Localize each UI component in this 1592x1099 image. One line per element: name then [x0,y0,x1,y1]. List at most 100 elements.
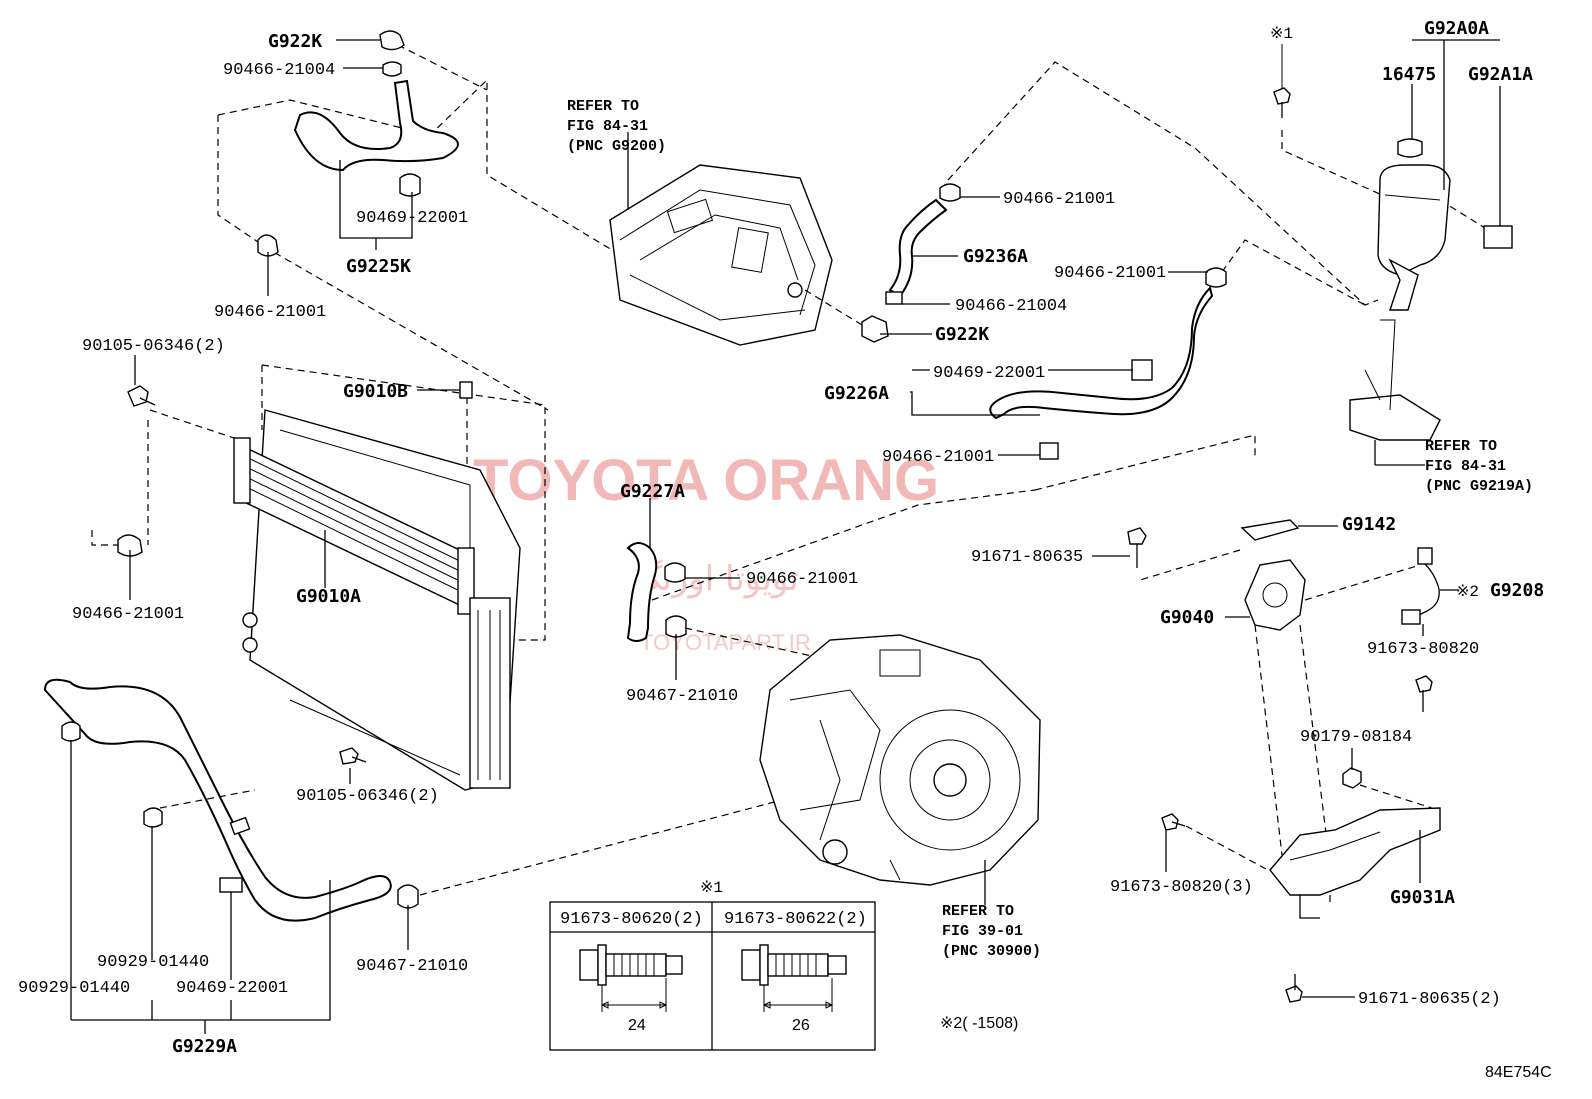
label-g922k-top: G922K [268,31,322,52]
fitting-g922k-center [861,315,889,343]
bolt-length-26: 26 [792,1017,810,1034]
label-g9142: G9142 [1342,514,1396,535]
bolt-90105-06346-bottom [339,747,367,765]
bolt-table-header-1: 91673-80620(2) [560,910,703,929]
hose-g9226a-group [910,239,1366,491]
label-90466-21001-right-top: 90466-21001 [1054,264,1166,283]
label-plate-g92a1a [1483,225,1513,249]
label-g9031a: G9031A [1390,887,1455,908]
hose-g9227a [626,542,658,642]
water-pump-assembly [1092,519,1458,1003]
reservoir-assembly [1273,39,1513,466]
label-90466-21001-center-low: 90466-21001 [882,448,994,467]
figure-code: 84E754C [1485,1064,1552,1081]
bolt-drawing-26: 26 [741,944,847,1034]
clamp-90929-01440-a [61,721,81,742]
hose-g9227a-group [626,489,1036,680]
ref-30900-line3: (PNC 30900) [942,943,1041,960]
bolt-table: ※1 91673-80620(2) 91673-80622(2) 24 [549,879,876,1051]
ref-g9200-line1: REFER TO [567,98,639,115]
pump-g9040 [1244,559,1306,631]
ref-g9200-line2: FIG 84-31 [567,118,648,135]
clamp-90467-21010-bottom [397,884,419,909]
bolt-table-header-2: 91673-80622(2) [724,910,867,929]
label-note2-g9208: ※2 [1456,583,1479,601]
label-g9010b: G9010B [343,381,408,402]
reservoir-tank [1377,164,1451,276]
ref-g9219a-line1: REFER TO [1425,438,1497,455]
plug-g9010b [459,381,473,399]
cap-16475 [1397,138,1423,158]
hose-g9236a-group [804,61,1379,343]
label-90467-21010-bottom: 90467-21010 [356,957,468,976]
label-g9236a: G9236A [963,246,1028,267]
label-90929-01440-a: 90929-01440 [97,953,209,972]
label-note1-top: ※1 [1270,25,1293,43]
hose-g9225k [293,79,459,172]
label-90105-06346-bottom: 90105-06346(2) [296,787,439,806]
label-91671-80635: 91671-80635 [971,548,1083,567]
clamp-90466-21001-left-top [257,234,279,257]
clamp-90466-21004-top [382,61,402,77]
label-g9226a: G9226A [824,383,889,404]
label-91673-80820: 91673-80820 [1367,640,1479,659]
clamp-90466-21004-center [885,291,903,305]
label-90179-08184: 90179-08184 [1300,728,1412,747]
label-90466-21004-center: 90466-21004 [955,297,1067,316]
label-g9208: G9208 [1490,580,1544,601]
label-90469-22001-bottom: 90469-22001 [176,979,288,998]
bolt-drawing-24: 24 [579,944,683,1034]
bolt-91673-80820-3 [1161,813,1269,872]
label-91673-80820-3: 91673-80820(3) [1110,878,1253,897]
bolt-length-24: 24 [628,1017,646,1034]
bracket-g9031a [1269,807,1441,896]
clamp-90466-21001-left [117,534,143,557]
clamp-90469-22001-bottom [219,877,243,893]
ref-g9219a-line3: (PNC G9219A) [1425,478,1533,495]
label-g9010a: G9010A [296,586,361,607]
label-90466-21001-left-top: 90466-21001 [214,303,326,322]
clamp-90466-21001-center-low [1039,442,1059,460]
bolt-91671-80635 [1092,527,1147,568]
label-90466-21004-top: 90466-21004 [223,61,335,80]
hose-g9236a [888,198,948,298]
label-g922k-center: G922K [935,324,989,345]
bolt-table-note: ※1 [700,879,723,897]
clamp-g922k-top [379,30,405,51]
label-note2-range: ※2( -1508) [940,1015,1018,1032]
hose-g9226a [989,286,1214,420]
ref-30900-line1: REFER TO [942,903,1014,920]
inverter-assembly [609,132,833,346]
label-90469-22001-center: 90469-22001 [933,364,1045,383]
label-16475: 16475 [1382,64,1436,85]
nut-90179-08184 [1342,767,1362,789]
label-g9225k: G9225K [346,256,411,277]
label-90466-21001-left: 90466-21001 [72,605,184,624]
clamp-90466-21001-mid [664,562,686,583]
bolt-91673-80820 [1415,675,1433,712]
bolt-91671-80635-2 [1285,974,1355,1003]
label-90469-22001-top: 90469-22001 [356,209,468,228]
hose-g9229a-group [43,678,783,1034]
label-g9227a: G9227A [620,481,685,502]
watermark-persian: تویوتا اورنگ [632,559,799,599]
bracket-g9142 [1240,519,1300,541]
watermark-brand: TOYOTA ORANG [473,448,939,513]
label-g92a1a: G92A1A [1468,64,1533,85]
bolt-note1-top [1273,44,1291,118]
hose-g9225k-group [217,30,613,411]
label-90466-21001-center-top: 90466-21001 [1003,190,1115,209]
label-g9229a: G9229A [172,1036,237,1057]
clamp-90469-22001-top [399,173,421,197]
ref-30900-line2: FIG 39-01 [942,923,1023,940]
watermark: TOYOTA ORANG تویوتا اورنگ TOYOTAPART.IR [473,448,939,655]
ref-g9200-line3: (PNC G9200) [567,138,666,155]
clamp-90466-21001-right-top [1205,267,1227,288]
clamp-90466-21001-center-top [939,183,961,202]
transaxle-assembly [759,634,1041,905]
clamp-90929-01440-b [143,807,163,828]
label-90467-21010-mid: 90467-21010 [626,687,738,706]
clamp-90467-21010-mid [665,615,687,638]
label-91671-80635-2: 91671-80635(2) [1358,990,1501,1009]
